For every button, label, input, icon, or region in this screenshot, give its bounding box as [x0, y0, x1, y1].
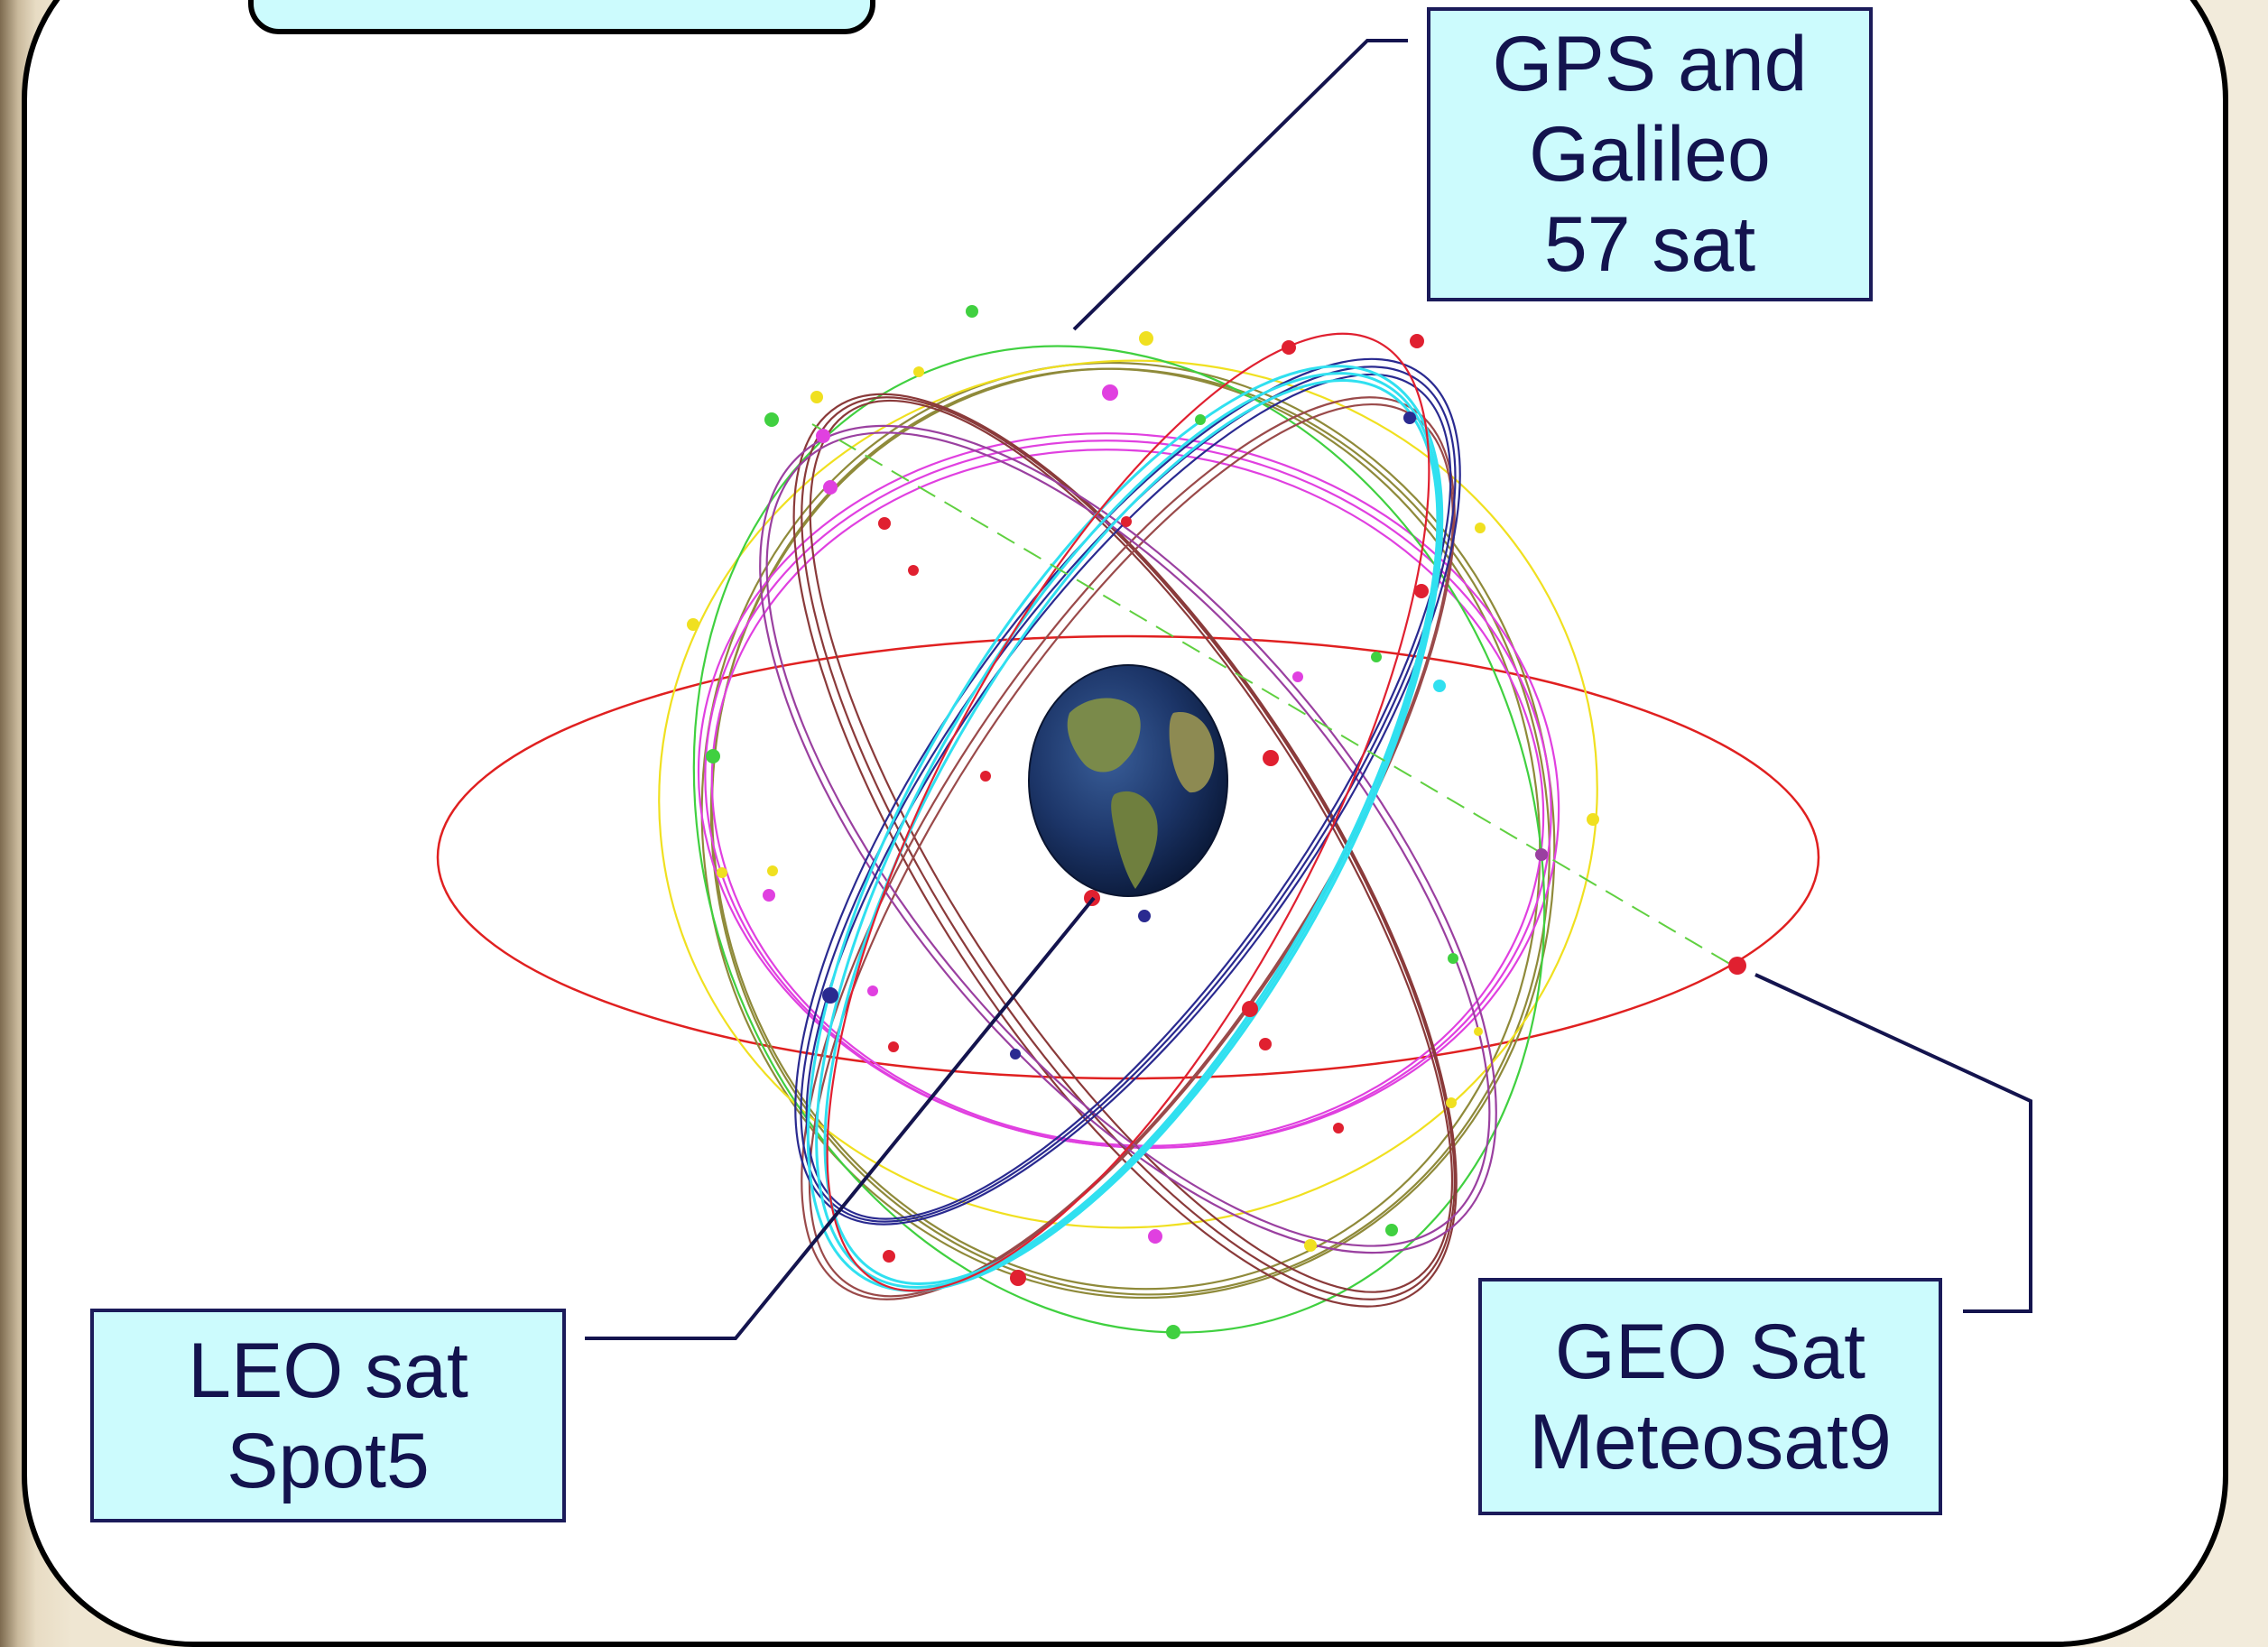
earth-globe-icon [1028, 664, 1228, 897]
leader-lines [585, 39, 2032, 1340]
orbit-bundles [658, 332, 1734, 1334]
satellites [687, 305, 1746, 1339]
gps-label-line3: 57 sat [1543, 201, 1756, 288]
gps-galileo-label: GPS and Galileo 57 sat [1427, 7, 1873, 301]
geo-label: GEO Sat Meteosat9 [1478, 1278, 1942, 1515]
leo-label-line1: LEO sat [188, 1327, 468, 1414]
leo-label: LEO sat Spot5 [90, 1309, 566, 1522]
gps-label-line2: Galileo [1529, 111, 1771, 198]
geo-label-line1: GEO Sat [1554, 1308, 1866, 1395]
geo-label-line2: Meteosat9 [1529, 1398, 1892, 1485]
top-title-box [248, 0, 875, 34]
leo-leader-line [585, 896, 1096, 1340]
leo-label-line2: Spot5 [227, 1417, 430, 1504]
geo-leader-line [1754, 973, 2032, 1313]
gps-label-line1: GPS and [1492, 21, 1808, 107]
gps-leader-line [1072, 39, 1408, 331]
geo-orbit [436, 634, 1820, 1080]
